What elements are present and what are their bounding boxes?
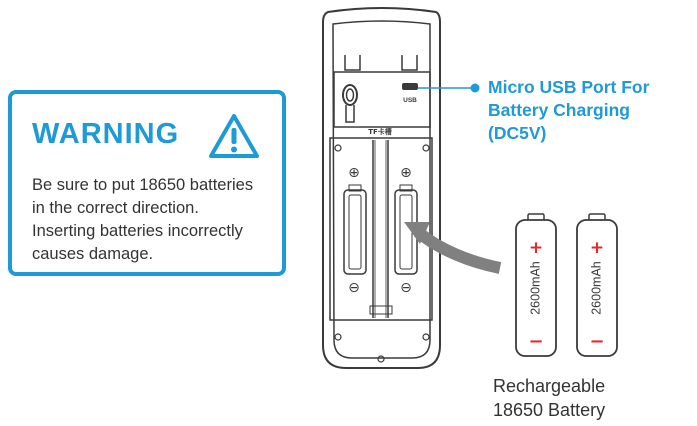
battery-caption: Rechargeable 18650 Battery [493,374,605,422]
battery-right: + 2600mAh − [576,213,618,357]
micro-usb-port[interactable] [402,83,418,90]
slot-plus-icon: ⊕ [400,165,412,181]
battery-minus-icon: − [528,331,543,352]
warning-line: in the correct direction. [32,199,199,217]
compartment-latch [369,305,393,315]
battery-caption-line: Rechargeable [493,376,606,396]
battery-minus-icon: − [589,331,604,352]
slot-plus-icon: ⊕ [348,165,360,181]
screw-icon [334,144,342,152]
warning-line: causes damage. [32,245,154,263]
battery-capacity-label: 2600mAh [528,261,542,315]
upper-compartment [333,71,431,128]
slot-minus-icon: ⊖ [400,280,412,296]
warning-triangle-icon [209,114,259,158]
usb-port-label: USB [403,97,417,104]
warning-title: WARNING [32,118,180,150]
battery-plus-icon: + [529,238,543,258]
tf-slot-label: TF卡槽 [368,127,392,136]
usb-callout-dot [470,83,480,93]
screw-icon [334,333,342,341]
screw-icon [422,144,430,152]
battery-slot-left: ⊕ ⊖ [343,165,367,296]
reset-pin-icon [342,84,358,123]
warning-box: WARNING Be sure to put 18650 batteries i… [8,90,286,276]
usb-port-callout: Micro USB Port For Battery Charging (DC5… [488,76,649,145]
mounting-tab-left [344,55,361,71]
screw-icon [422,333,430,341]
usb-callout-line-text: Micro USB Port For [488,77,650,97]
battery-caption-line: 18650 Battery [493,400,606,420]
battery-left: + 2600mAh − [515,213,557,357]
battery-plus-icon: + [590,238,604,258]
mounting-tab-right [401,55,418,71]
usb-callout-line-text: (DC5V) [488,123,547,143]
battery-compartment [329,137,433,321]
slot-minus-icon: ⊖ [348,280,360,296]
battery-capacity-label: 2600mAh [589,261,603,315]
warning-message: Be sure to put 18650 batteries in the co… [32,174,282,266]
screw-icon [377,355,385,363]
device-back-shell [322,7,441,369]
warning-line: Inserting batteries incorrectly [32,222,243,240]
insert-arrow-icon [404,222,502,274]
warning-line: Be sure to put 18650 batteries [32,176,254,194]
usb-callout-line-text: Battery Charging [488,100,630,120]
